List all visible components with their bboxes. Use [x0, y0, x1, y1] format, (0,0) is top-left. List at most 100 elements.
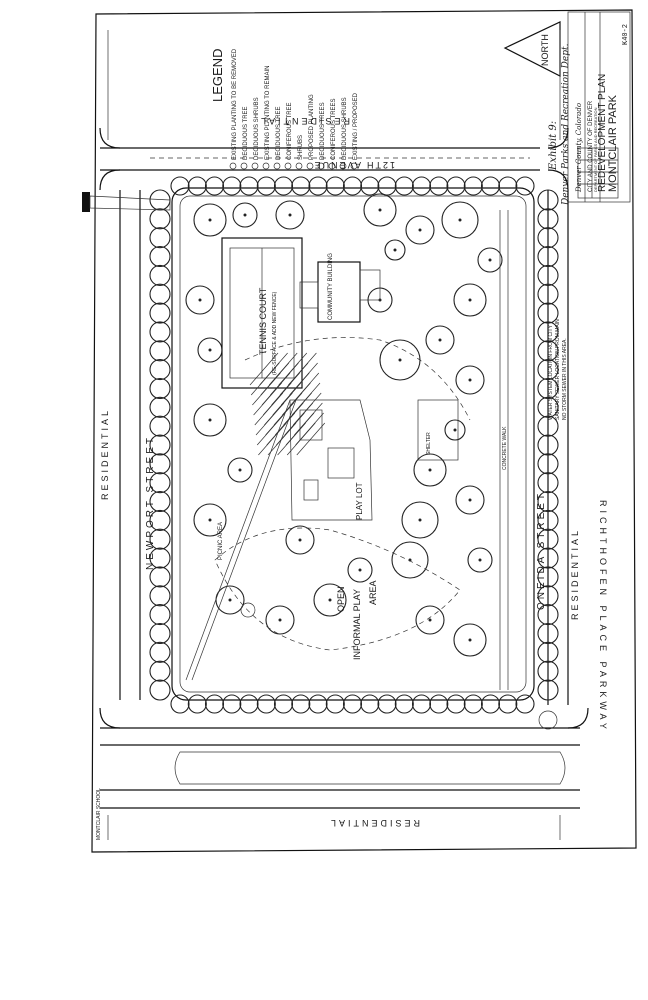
- sewer-note: SANITARY SEWER LOCATION FROM MAIN: [555, 319, 561, 420]
- tree-canopy: [149, 434, 171, 456]
- tree-canopy: [232, 202, 258, 228]
- title-line-2: REDEVELOPMENT PLAN: [597, 74, 608, 192]
- hatch-line: [268, 352, 298, 386]
- community-building: COMMUNITY BUILDING: [299, 253, 381, 323]
- tree-trunk: [428, 618, 432, 622]
- tree-canopy: [149, 472, 171, 494]
- tree-canopy: [149, 396, 171, 418]
- tree-canopy: [149, 245, 171, 268]
- tree-canopy: [275, 200, 305, 230]
- legend-symbol: [229, 162, 237, 170]
- tree-canopy: [256, 694, 276, 714]
- play-lot-label: PLAY LOT: [355, 482, 364, 520]
- tree-canopy: [170, 694, 190, 714]
- legend-symbol: [273, 162, 281, 170]
- tree-canopy: [342, 694, 363, 714]
- tree-canopy: [149, 641, 171, 663]
- play-lot: PLAY LOT: [289, 399, 373, 521]
- department-name: DEPARTMENT OF PARKS AND RECREATION: [593, 107, 598, 192]
- tree-canopy: [149, 321, 171, 343]
- tree-canopy: [149, 604, 171, 626]
- legend-symbol: [317, 162, 325, 170]
- tree-canopy: [537, 490, 559, 513]
- school-label: MONTCLAIR SCHOOL: [96, 788, 102, 840]
- tree-canopy: [498, 176, 518, 196]
- tree-canopy: [227, 457, 253, 483]
- tree-canopy: [537, 453, 559, 475]
- tree-trunk: [378, 208, 382, 212]
- tree-trunk: [358, 568, 362, 572]
- tree-canopy: [149, 660, 171, 682]
- picnic-area: PICNIC AREA: [218, 522, 224, 560]
- tree-canopy: [477, 247, 503, 273]
- zoning-left: RESIDENTIAL: [100, 408, 110, 500]
- tree-canopy: [463, 176, 483, 196]
- community-building-label: COMMUNITY BUILDING: [328, 253, 334, 320]
- tree-trunk: [428, 468, 432, 472]
- tree-canopy: [480, 176, 501, 196]
- tree-canopy: [405, 215, 435, 245]
- tree-canopy: [515, 694, 535, 714]
- tree-canopy: [537, 585, 559, 607]
- legend-symbol: [339, 162, 347, 170]
- tree-canopy: [149, 415, 171, 437]
- tree-canopy: [149, 509, 171, 531]
- perimeter-trees: [149, 176, 559, 714]
- tree-canopy: [453, 283, 487, 317]
- tree-trunk: [278, 618, 282, 622]
- tree-trunk: [208, 348, 212, 352]
- legend-symbol: [295, 162, 303, 170]
- hatch-line: [296, 422, 326, 456]
- tree-canopy: [415, 605, 445, 635]
- tree-canopy: [537, 245, 559, 268]
- legend-symbol: [284, 162, 292, 170]
- tree-canopy: [537, 396, 559, 418]
- tree-canopy: [239, 694, 259, 714]
- zoning-bottom: RESIDENTIAL: [328, 818, 420, 828]
- tree-canopy: [149, 264, 171, 286]
- tennis-court: TENNIS COURT (RE-SURFACE & ADD NEW FENCE…: [221, 237, 303, 389]
- legend-symbol: [262, 162, 270, 170]
- tree-trunk: [468, 638, 472, 642]
- tree-canopy: [463, 694, 483, 714]
- tree-canopy: [446, 694, 466, 714]
- legend-title: LEGEND: [210, 49, 225, 102]
- tree-canopy: [239, 176, 259, 196]
- tennis-court-note: (RE-SURFACE & ADD NEW FENCE): [272, 291, 278, 375]
- tree-canopy: [537, 340, 559, 362]
- tree-canopy: [185, 285, 215, 315]
- legend-symbol: [350, 162, 358, 170]
- walk-label: CONCRETE WALK: [502, 426, 508, 470]
- exhibit-source: Denver Parks and Recreation Dept.: [561, 43, 571, 206]
- tree-canopy: [273, 694, 294, 714]
- tree-canopy: [149, 359, 171, 381]
- shelter-label: SHELTER: [426, 432, 432, 455]
- tree-trunk: [198, 298, 202, 302]
- tree-trunk: [243, 213, 247, 217]
- legend-item: EXISTING / PROPOSED: [353, 92, 359, 160]
- tree-canopy: [204, 176, 225, 196]
- tree-canopy: [149, 453, 171, 475]
- tree-canopy: [193, 203, 227, 237]
- hatch-line: [249, 352, 279, 386]
- north-arrow: NORTH: [503, 21, 561, 77]
- notes: WATER SYSTEM LOCATION FROM CITY SANITARY…: [548, 319, 568, 420]
- sheet-border: [91, 9, 637, 853]
- hatch-line: [288, 352, 317, 386]
- park-boundary: [171, 187, 535, 701]
- avenue-label: 12TH AVENUE: [313, 160, 395, 170]
- park-trees: [185, 193, 503, 657]
- exhibit-label: Exhibit 9:: [548, 121, 559, 171]
- tree-canopy: [537, 189, 559, 211]
- legend-item: DECIDUOUS TREE: [243, 106, 249, 160]
- tree-trunk: [468, 298, 472, 302]
- tree-canopy: [291, 694, 311, 714]
- water-note: WATER SYSTEM LOCATION FROM CITY: [548, 324, 554, 420]
- tree-canopy: [384, 239, 406, 261]
- tree-canopy: [347, 557, 373, 583]
- tree-canopy: [291, 176, 311, 196]
- tree-trunk: [328, 598, 332, 602]
- informal-play-label: INFORMAL PLAY: [352, 589, 362, 660]
- open-label: OPEN: [336, 586, 346, 612]
